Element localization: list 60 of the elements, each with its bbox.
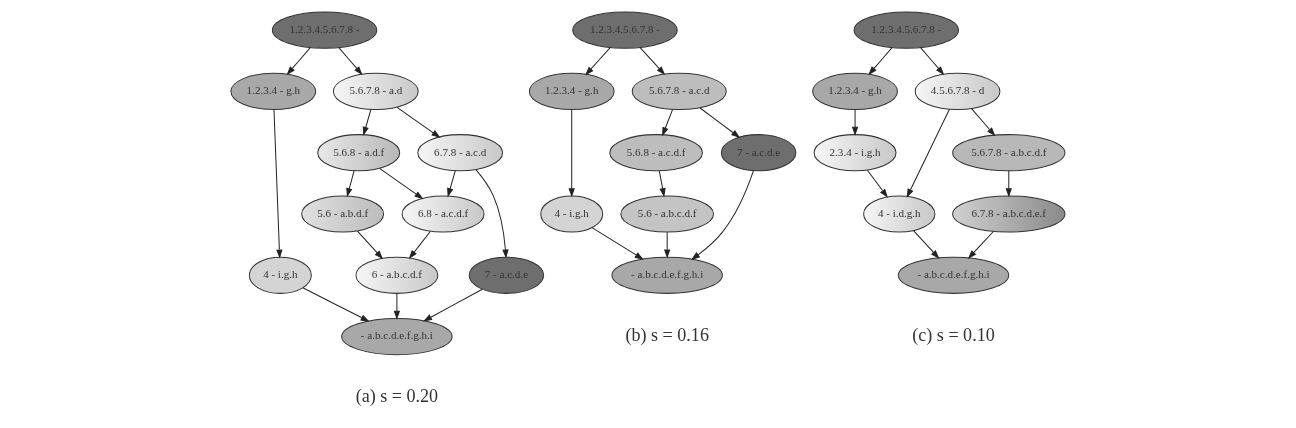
arrow: [396, 106, 440, 138]
arrow: [971, 108, 995, 136]
arrow: [475, 169, 509, 258]
arrow: [591, 227, 643, 260]
node-ellipse: 6.7.8 - a.b.c.d.e.f: [952, 195, 1066, 233]
arrow: [906, 108, 950, 197]
arrow: [393, 292, 400, 319]
arrow: [568, 109, 575, 197]
node-ellipse: 5.6.7.8 - a.d: [332, 72, 419, 110]
arrow: [699, 107, 740, 138]
arrow: [447, 170, 456, 197]
node-ellipse: 4.5.6.7.8 - d: [914, 72, 1001, 110]
node-ellipse: 4 - i.g.h: [248, 256, 312, 294]
arrow: [273, 109, 283, 258]
arrow: [866, 169, 888, 198]
node-ellipse: - a.b.c.d.e.f.g.h.i: [897, 256, 1010, 294]
node-ellipse: 6 - a.b.c.d.f: [355, 256, 439, 294]
arrow: [664, 231, 671, 258]
arrow: [658, 170, 666, 197]
node-ellipse: 6.7.8 - a.c.d: [417, 134, 504, 172]
label: (b) s = 0.16: [625, 325, 709, 345]
node-ellipse: 4 - i.d.g.h: [863, 195, 936, 233]
node-ellipse: 5.6 - a.b.c.d.f: [620, 195, 714, 233]
node-ellipse: 5.6.8 - a.c.d.f: [609, 134, 703, 172]
label: (c) s = 0.10: [912, 325, 995, 345]
arrow: [691, 170, 754, 260]
arrow: [409, 231, 431, 259]
arrow: [585, 47, 611, 75]
arrow: [639, 47, 665, 75]
node-ellipse: 5.6.8 - a.d.f: [317, 134, 401, 172]
node-ellipse: 5.6.7.8 - a.c.d: [631, 72, 727, 110]
arrow: [379, 167, 423, 199]
node-ellipse: 1.2.3.4.5.6.7.8 -: [572, 11, 678, 49]
arrow: [920, 47, 944, 75]
arrow: [302, 287, 369, 322]
node-ellipse: 5.6 - a.b.d.f: [301, 195, 385, 233]
arrow: [423, 288, 483, 322]
node-ellipse: 1.2.3.4.5.6.7.8 -: [271, 11, 378, 49]
arrow: [852, 109, 858, 135]
arrow: [356, 230, 383, 259]
node-ellipse: 1.2.3.4 - g.h: [812, 72, 898, 110]
arrow: [662, 109, 674, 136]
node-ellipse: 4 - i.g.h: [540, 195, 604, 233]
node-ellipse: - a.b.c.d.e.f.g.h.i: [341, 318, 453, 356]
node-ellipse: 1.2.3.4 - g.h: [528, 72, 615, 110]
label: (a) s = 0.20: [355, 386, 439, 407]
node-ellipse: 1.2.3.4 - g.h: [230, 72, 317, 110]
node-ellipse: 2.3.4 - i.g.h: [813, 134, 897, 172]
node-ellipse: 1.2.3.4.5.6.7.8 -: [853, 11, 959, 49]
node-ellipse: 6.8 - a.c.d.f: [401, 195, 485, 233]
node-ellipse: - a.b.c.d.e.f.g.h.i: [611, 256, 723, 294]
arrow: [338, 47, 363, 75]
arrow: [1005, 170, 1012, 197]
arrow: [868, 47, 893, 75]
arrow: [362, 109, 372, 135]
node-ellipse: 5.6.7.8 - a.b.c.d.f: [952, 134, 1066, 172]
arrow: [287, 47, 311, 75]
arrow: [346, 170, 355, 197]
arrow: [968, 231, 994, 259]
arrow: [913, 230, 939, 259]
